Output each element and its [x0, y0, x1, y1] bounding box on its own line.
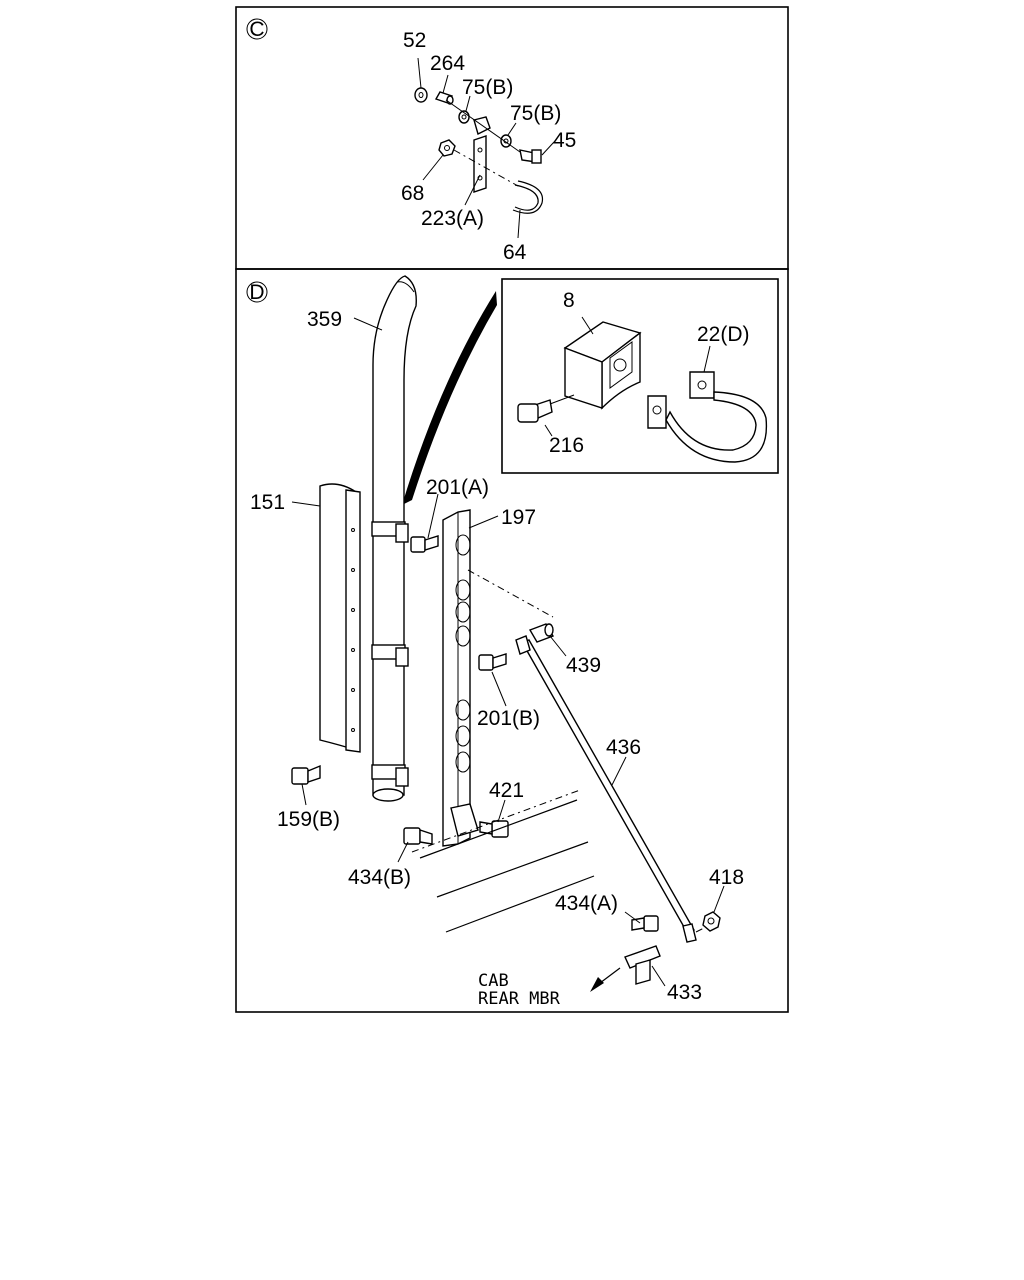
callout-223a: 223(A): [421, 207, 484, 230]
bolt-201b: [478, 653, 507, 671]
bolt-159b: [291, 764, 321, 785]
callout-159b: 159(B): [277, 808, 340, 831]
callout-433: 433: [667, 981, 702, 1004]
nut-418: [702, 911, 721, 932]
direction-note-line2: REAR MBR: [478, 989, 561, 1009]
leader-lines-d: [291, 317, 725, 987]
u-bolt-64: [512, 180, 544, 214]
callout-151: 151: [250, 491, 285, 514]
callout-264: 264: [430, 52, 465, 75]
clamp-detail-inset: 8 22(D) 216: [501, 278, 779, 474]
callout-64: 64: [503, 241, 527, 264]
callout-434a: 434(A): [555, 892, 618, 915]
section-c-marker: C: [246, 18, 268, 41]
callout-359: 359: [307, 308, 342, 331]
bracket-223a: [473, 116, 491, 193]
panel-c: C: [235, 6, 789, 270]
panel-d-frame: [235, 268, 789, 1013]
axis-line-c: [453, 149, 519, 187]
svg-text:C: C: [249, 18, 264, 41]
axis-line-c-2: [445, 99, 521, 153]
bolt-434b: [403, 827, 433, 845]
stack-clamp-lower: [371, 764, 409, 787]
heat-shield-151: [319, 483, 361, 753]
bolt-201a: [410, 535, 439, 553]
stack-clamp-upper: [371, 521, 409, 543]
bracket-8: [563, 321, 642, 410]
callout-421: 421: [489, 779, 524, 802]
bolt-45: [519, 149, 542, 164]
collar-264: [434, 91, 454, 105]
washer-52: [414, 87, 428, 103]
callout-439: 439: [566, 654, 601, 677]
callout-216: 216: [549, 434, 584, 457]
nut-68: [438, 139, 456, 157]
bracket-433: [624, 945, 661, 985]
callout-436: 436: [606, 736, 641, 759]
leader-lines-c: [417, 57, 555, 239]
panel-d: D: [235, 268, 789, 1013]
callout-434b: 434(B): [348, 866, 411, 889]
callout-201b: 201(B): [477, 707, 540, 730]
direction-note-line1: CAB: [478, 971, 509, 991]
callout-68: 68: [401, 182, 424, 205]
callout-52: 52: [403, 29, 426, 52]
mounting-bracket-197: [442, 509, 479, 847]
leader-22d: [703, 345, 711, 373]
bolt-216: [517, 394, 575, 423]
collar-439: [528, 623, 555, 643]
clamp-22d: [647, 371, 768, 463]
section-d-marker: D: [246, 281, 268, 304]
cab-rear-member-lines: [411, 569, 707, 933]
inset-frame: [501, 278, 779, 474]
support-rod-436: [515, 635, 697, 943]
leader-8: [581, 316, 594, 335]
callout-197: 197: [501, 506, 536, 529]
callout-75b-2: 75(B): [510, 102, 561, 125]
callout-418: 418: [709, 866, 744, 889]
stack-clamp-middle: [371, 644, 409, 667]
callout-45: 45: [553, 129, 576, 152]
bolt-434a: [631, 915, 659, 932]
panel-c-frame: [235, 6, 789, 270]
svg-text:D: D: [249, 281, 264, 304]
callout-201a: 201(A): [426, 476, 489, 499]
leader-216: [544, 424, 553, 437]
callout-75b-1: 75(B): [462, 76, 513, 99]
callout-22d: 22(D): [697, 323, 750, 346]
direction-arrow: [590, 967, 621, 992]
exhaust-stack-359: [371, 275, 417, 802]
detail-reference-wedge: [402, 291, 497, 505]
callout-8: 8: [563, 289, 575, 312]
